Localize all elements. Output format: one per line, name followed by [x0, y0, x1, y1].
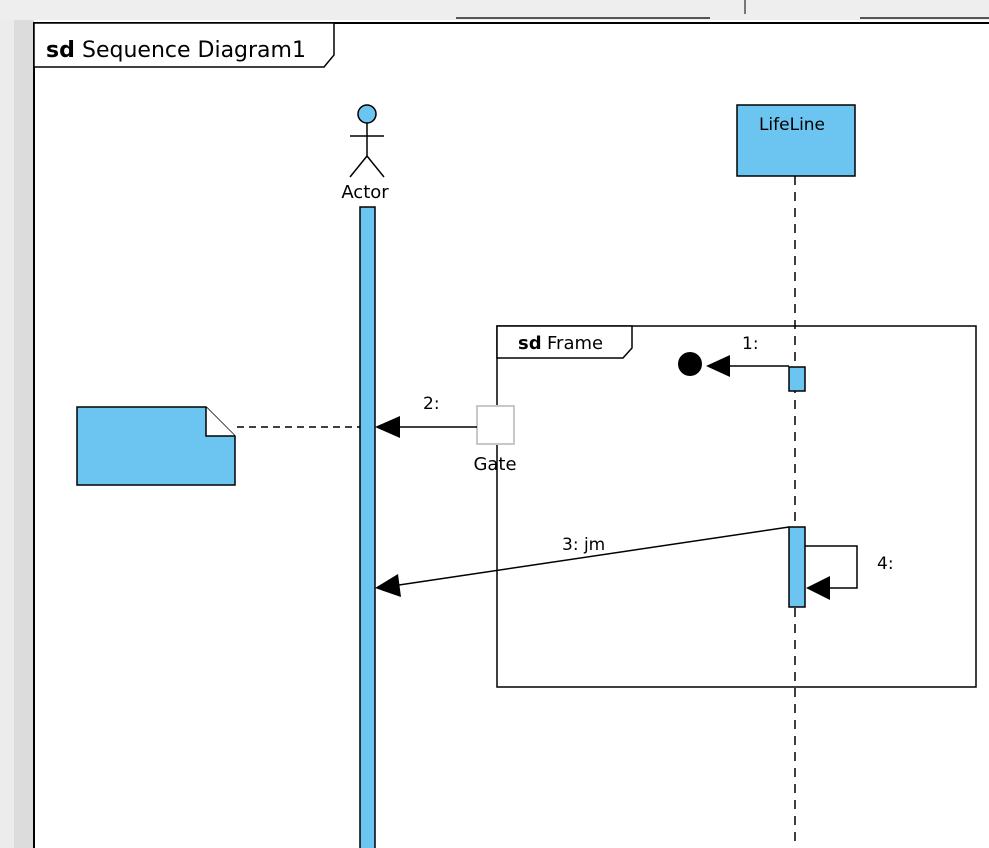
- message-2-arrowhead-icon: [375, 416, 400, 438]
- activation-box-1[interactable]: [788, 366, 806, 392]
- message-3-arrowhead-icon: [375, 574, 401, 597]
- message-4-label: 4:: [877, 554, 894, 574]
- diagram-title: Sequence Diagram1: [82, 38, 306, 63]
- actor[interactable]: Actor: [341, 104, 389, 203]
- actor-activation-bar[interactable]: [359, 206, 376, 848]
- interaction-frame[interactable]: [496, 325, 977, 688]
- actor-leg-left: [349, 155, 368, 178]
- ruler-strip: [0, 0, 989, 20]
- actor-head-icon: [357, 104, 377, 124]
- note[interactable]: [76, 406, 236, 486]
- interaction-frame-name: Frame: [547, 333, 603, 354]
- interaction-frame-tab: [496, 325, 633, 359]
- lost-message-endpoint-icon: [678, 352, 702, 376]
- note-fold-icon: [205, 407, 235, 437]
- activation-box-2[interactable]: [788, 526, 806, 608]
- message-1-label: 1:: [742, 334, 759, 354]
- message-3-label: 3: jm: [562, 535, 605, 555]
- message-4-line[interactable]: [805, 545, 858, 589]
- diagram-title-keyword: sd: [46, 38, 75, 63]
- gate-label: Gate: [473, 454, 516, 475]
- diagram-title-tab: [33, 22, 335, 68]
- message-4-arrowhead-icon: [806, 576, 830, 600]
- gate[interactable]: [476, 405, 515, 445]
- message-2-label: 2:: [423, 394, 440, 414]
- lifeline-label: LifeLine: [759, 115, 825, 135]
- interaction-frame-keyword: sd: [518, 333, 542, 354]
- actor-label: Actor: [341, 182, 389, 203]
- left-gutter-shadow: [14, 20, 34, 848]
- message-1-arrowhead-icon: [706, 355, 730, 377]
- message-3-line[interactable]: [398, 526, 790, 586]
- actor-leg-right: [366, 155, 385, 178]
- lifeline-head[interactable]: [736, 104, 856, 177]
- lifeline[interactable]: LifeLine: [736, 104, 856, 177]
